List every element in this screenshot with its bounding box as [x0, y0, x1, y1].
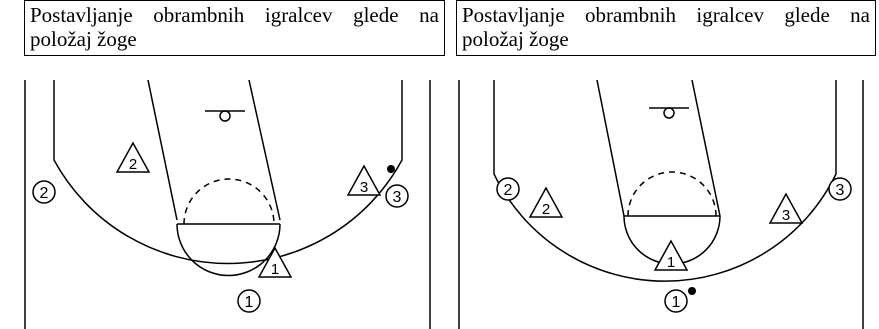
defensive-player-2: 2	[115, 141, 151, 173]
lane-line-left	[147, 80, 178, 221]
free-throw-circle-bottom	[176, 223, 281, 277]
three-point-arc	[493, 80, 837, 282]
offensive-player-number: 1	[245, 294, 254, 311]
offensive-player-3: 3	[385, 184, 409, 208]
ball	[688, 287, 696, 295]
lane-line-left	[596, 80, 625, 217]
rim	[663, 107, 675, 119]
offensive-player-number: 1	[672, 294, 681, 311]
defensive-player-3: 3	[768, 192, 804, 224]
offensive-player-number: 2	[40, 185, 49, 202]
court-diagram-left: 1 2 3 1 2 3	[24, 80, 431, 329]
free-throw-circle-top	[627, 171, 717, 217]
defensive-player-number: 2	[129, 156, 137, 173]
defensive-player-number: 2	[542, 201, 550, 218]
offensive-player-2: 2	[496, 177, 520, 201]
panel-caption: Postavljanje obrambnih igralcev glede na…	[456, 0, 876, 56]
ball	[387, 165, 395, 173]
rim	[219, 110, 231, 122]
panel-caption: Postavljanje obrambnih igralcev glede na…	[24, 0, 445, 56]
offensive-player-number: 3	[393, 189, 402, 206]
offensive-player-1: 1	[237, 289, 261, 313]
court-diagram-right: 1 2 3 1 2 3	[458, 80, 864, 329]
defensive-player-3: 3	[346, 164, 382, 196]
defensive-player-number: 3	[782, 207, 790, 224]
offensive-player-number: 3	[836, 182, 845, 199]
diagram-panel-left: Postavljanje obrambnih igralcev glede na…	[24, 0, 447, 329]
offensive-player-3: 3	[828, 177, 852, 201]
defensive-player-1: 1	[257, 246, 293, 278]
offensive-player-2: 2	[32, 180, 56, 204]
free-throw-circle-top	[183, 178, 275, 225]
lane-line-right	[248, 80, 281, 221]
lane-line-right	[691, 80, 721, 217]
defensive-player-2: 2	[528, 186, 564, 218]
three-point-arc	[53, 80, 403, 265]
offensive-player-1: 1	[664, 289, 688, 313]
offensive-player-number: 2	[504, 182, 513, 199]
defensive-player-number: 1	[271, 261, 279, 278]
defensive-player-1: 1	[653, 239, 689, 271]
defensive-player-number: 3	[360, 179, 368, 196]
diagram-panel-right: Postavljanje obrambnih igralcev glede na…	[456, 0, 879, 329]
defensive-player-number: 1	[667, 254, 675, 271]
